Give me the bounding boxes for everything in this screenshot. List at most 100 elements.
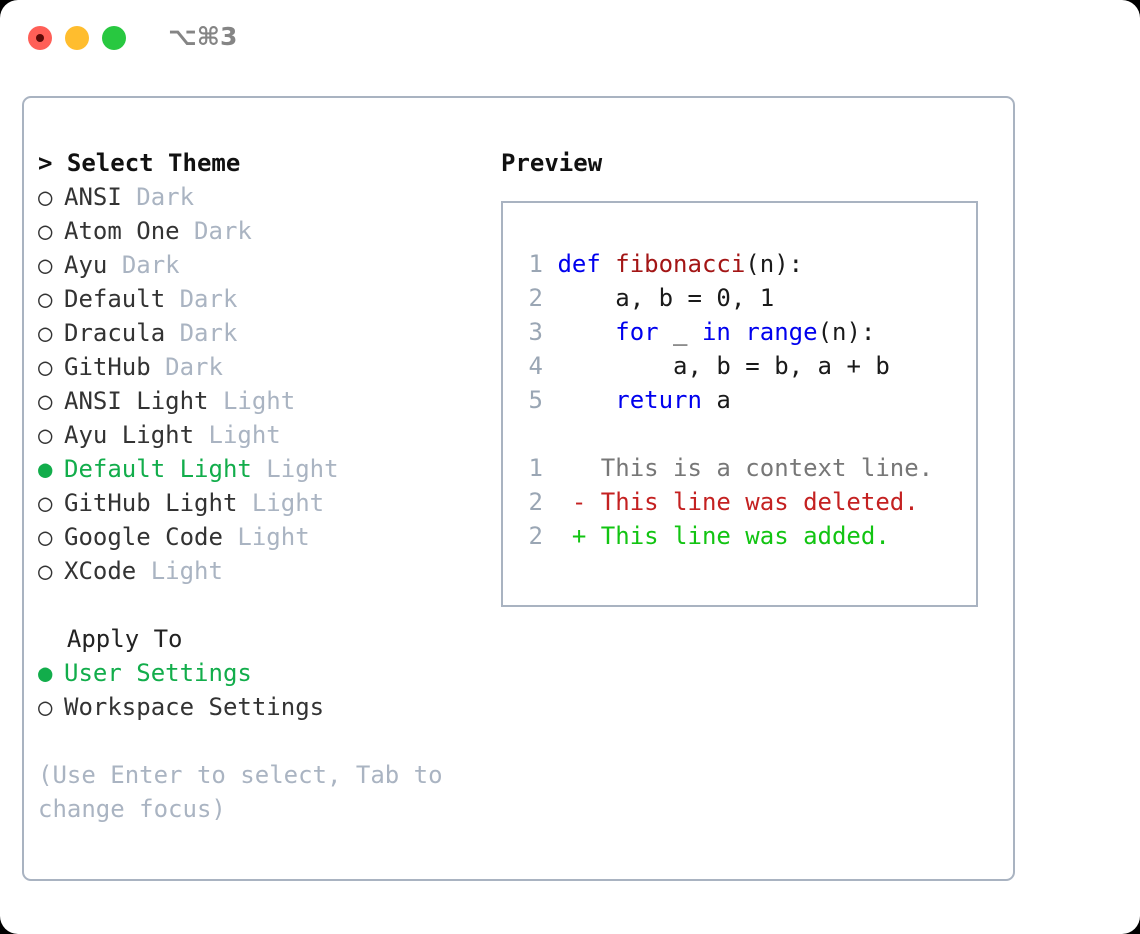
line-number: 5 <box>528 386 543 414</box>
radio-unselected-icon: ○ <box>38 251 53 279</box>
apply-to-option[interactable]: ● User Settings <box>38 656 488 690</box>
radio-unselected-icon: ○ <box>38 353 53 381</box>
radio-unselected-icon: ○ <box>38 183 53 211</box>
code-diff-separator <box>515 417 976 451</box>
diff-sample: 1 This is a context line.2 - This line w… <box>515 451 976 553</box>
radio-unselected-icon: ○ <box>38 387 53 415</box>
theme-category-label: Dark <box>136 183 195 211</box>
apply-to-option[interactable]: ○ Workspace Settings <box>38 690 488 724</box>
code-line: 3 for _ in range(n): <box>515 315 976 349</box>
theme-category-label: Light <box>251 489 325 517</box>
theme-list-item[interactable]: ○Ayu Light Light <box>38 418 488 452</box>
apply-to-option-label: Workspace Settings <box>64 693 325 721</box>
radio-unselected-icon: ○ <box>38 319 53 347</box>
diff-text: This line was added. <box>600 522 890 550</box>
theme-list-item[interactable]: ○ ANSI Dark <box>38 180 488 214</box>
line-number: 1 <box>528 454 543 482</box>
theme-picker-panel: > Select Theme ○ANSI Dark○Atom One Dark○… <box>22 96 1015 881</box>
theme-name: Ayu Light <box>64 421 195 449</box>
theme-name: Default Light <box>64 455 252 483</box>
theme-name: Dracula <box>64 319 166 347</box>
maximize-window-button[interactable] <box>102 26 126 50</box>
line-number: 4 <box>528 352 543 380</box>
code-token: (n): <box>745 250 804 278</box>
theme-name: Ayu <box>64 251 108 279</box>
code-token: a, b = b, a + b <box>557 352 890 380</box>
code-line: 4 a, b = b, a + b <box>515 349 976 383</box>
preview-column: Preview 1 def fibonacci(n):2 a, b = 0, 1… <box>501 146 1001 607</box>
diff-sign: + <box>543 522 601 550</box>
theme-category-label: Dark <box>179 285 238 313</box>
theme-name: Atom One <box>64 217 180 245</box>
theme-list-item[interactable]: ○ XCode Light <box>38 554 488 588</box>
theme-list-item[interactable]: ○GitHub Dark <box>38 350 488 384</box>
theme-category-label: Dark <box>179 319 238 347</box>
apply-to-options[interactable]: ● User Settings ○ Workspace Settings <box>38 656 488 724</box>
theme-list-item[interactable]: ○ Ayu Dark <box>38 248 488 282</box>
traffic-light-buttons <box>28 26 126 50</box>
radio-unselected-icon: ○ <box>38 285 53 313</box>
theme-category-label: Light <box>222 387 296 415</box>
theme-category-label: Light <box>237 523 310 551</box>
theme-list-item[interactable]: ○ ANSI Light Light <box>38 384 488 418</box>
theme-category-label: Light <box>150 557 223 585</box>
theme-name: Default <box>64 285 166 313</box>
code-token: a <box>701 386 731 414</box>
radio-selected-icon: ● <box>38 659 53 687</box>
diff-sign: - <box>543 488 601 516</box>
minimize-window-button[interactable] <box>65 26 89 50</box>
radio-unselected-icon: ○ <box>38 693 53 721</box>
radio-unselected-icon: ○ <box>38 557 53 585</box>
diff-text: This line was deleted. <box>600 488 919 516</box>
theme-list-item[interactable]: ○Google Code Light <box>38 520 488 554</box>
code-token: in <box>701 318 731 346</box>
code-line: 1 def fibonacci(n): <box>515 247 976 281</box>
theme-name: ANSI <box>64 183 122 211</box>
line-number: 2 <box>528 488 543 516</box>
diff-sign <box>543 454 601 482</box>
radio-unselected-icon: ○ <box>38 421 53 449</box>
radio-unselected-icon: ○ <box>38 523 53 551</box>
code-token: (n): <box>817 318 876 346</box>
code-token <box>731 318 745 346</box>
preview-header: Preview <box>501 149 603 177</box>
keyboard-shortcut-label: ⌥⌘3 <box>168 22 238 51</box>
line-number: 3 <box>528 318 543 346</box>
theme-list-item[interactable]: ●Default Light Light <box>38 452 488 486</box>
select-theme-header: > Select Theme <box>38 149 241 177</box>
theme-list-item[interactable]: ○ Default Dark <box>38 282 488 316</box>
code-token: for <box>615 318 659 346</box>
diff-line: 2 + This line was added. <box>515 519 976 553</box>
code-token <box>557 386 615 414</box>
apply-to-header: Apply To <box>66 625 183 653</box>
hint-line-1: (Use Enter to select, Tab to <box>38 761 443 789</box>
theme-category-label: Dark <box>194 217 252 245</box>
close-window-button[interactable] <box>28 26 52 50</box>
line-number: 1 <box>528 250 543 278</box>
code-token: def <box>557 250 616 278</box>
theme-list[interactable]: ○ANSI Dark○Atom One Dark○Ayu Dark○Defaul… <box>38 180 488 588</box>
theme-category-label: Dark <box>121 251 180 279</box>
diff-line: 2 - This line was deleted. <box>515 485 976 519</box>
theme-list-item[interactable]: ○Atom One Dark <box>38 214 488 248</box>
title-bar: ⌥⌘3 <box>0 0 1140 78</box>
theme-name: XCode <box>64 557 137 585</box>
radio-unselected-icon: ○ <box>38 489 53 517</box>
theme-list-column: > Select Theme ○ANSI Dark○Atom One Dark○… <box>38 146 488 826</box>
code-token: range <box>745 318 818 346</box>
code-token <box>557 318 615 346</box>
code-token: _ <box>658 318 702 346</box>
diff-text: This is a context line. <box>600 454 934 482</box>
theme-list-item[interactable]: ○ Dracula Dark <box>38 316 488 350</box>
theme-name: ANSI Light <box>64 387 209 415</box>
theme-list-item[interactable]: ○GitHub Light Light <box>38 486 488 520</box>
apply-to-option-label: User Settings <box>64 659 252 687</box>
code-token: fibonacci <box>615 250 746 278</box>
theme-category-label: Dark <box>165 353 223 381</box>
diff-line: 1 This is a context line. <box>515 451 976 485</box>
hint-spacer <box>38 724 488 758</box>
line-number: 2 <box>528 284 543 312</box>
